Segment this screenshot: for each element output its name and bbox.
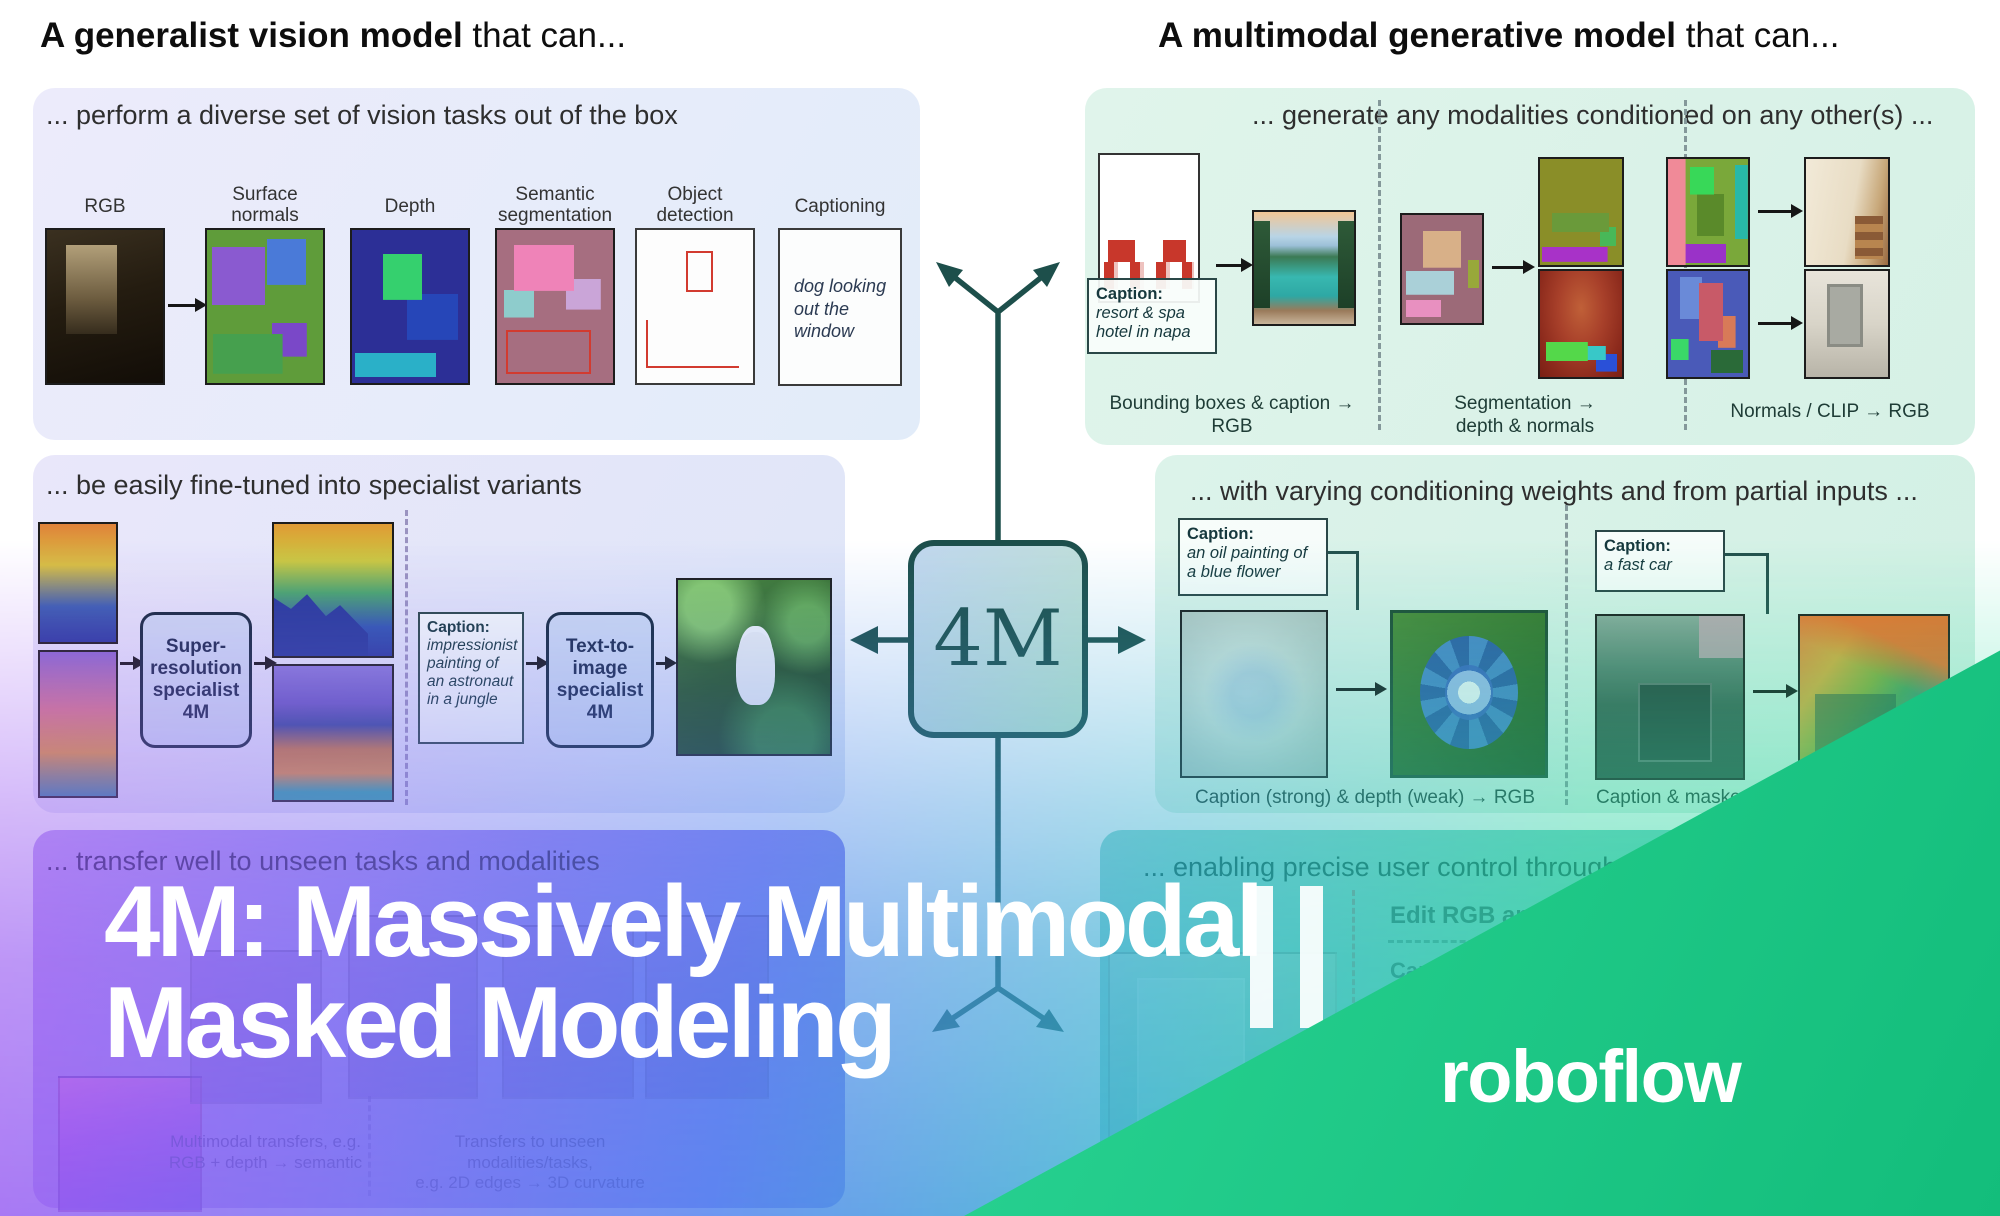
- object-detection-image: [635, 228, 755, 385]
- column-label-object-detection: Object detection: [656, 184, 734, 227]
- caption-label: Caption:: [1187, 525, 1254, 543]
- captioning-output: dog looking out the window: [778, 228, 902, 386]
- depth-output-image: [1538, 269, 1624, 379]
- surface-normals-image: [205, 228, 325, 385]
- column-label-depth: Depth: [384, 196, 436, 217]
- stairs-rgb-image-1: [1804, 157, 1890, 267]
- hero-title-line2: Masked Modeling: [104, 967, 897, 1079]
- rgb-image: [45, 228, 165, 385]
- generate-label-3: Normals / CLIP → RGB: [1730, 401, 1930, 422]
- panel-conditioning-title: ... with varying conditioning weights an…: [1190, 476, 1918, 506]
- caption-text: resort & spa hotel in napa: [1096, 304, 1191, 342]
- arrow-normals-to-rgb: [1758, 204, 1803, 218]
- generate-divider-1: [1378, 100, 1381, 430]
- header-left-bold: A generalist vision model: [40, 16, 463, 55]
- arrow-seg-to-outputs: [1492, 260, 1535, 274]
- column-label-semantic-segmentation: Semantic segmentation: [497, 184, 613, 227]
- pool-rgb-image: [1252, 210, 1356, 326]
- column-label-rgb: RGB: [84, 196, 126, 217]
- faint-white-mark: [1300, 886, 1323, 1028]
- normals-output-image: [1538, 157, 1624, 267]
- normals-input-image: [1666, 157, 1750, 267]
- arrow-bbox-to-rgb: [1216, 258, 1253, 272]
- arrow-rgb-to-tasks: [168, 298, 207, 312]
- generate-label-2: Segmentation → depth & normals: [1454, 393, 1596, 438]
- arrow-clip-to-rgb: [1758, 316, 1803, 330]
- generate-label-1: Bounding boxes & caption → RGB: [1109, 393, 1355, 438]
- depth-image: [350, 228, 470, 385]
- column-label-captioning: Captioning: [794, 196, 886, 217]
- header-right-rest: that can...: [1675, 16, 1840, 55]
- hero-title: 4M: Massively Multimodal Masked Modeling: [104, 866, 1264, 1079]
- header-right: A multimodal generative model that can..…: [1158, 16, 1839, 56]
- panel-vision-tasks: [33, 88, 920, 440]
- panel-finetune-title: ... be easily fine-tuned into specialist…: [46, 470, 582, 500]
- stairs-rgb-image-2: [1804, 269, 1890, 379]
- clip-input-image: [1666, 269, 1750, 379]
- resort-caption-box: Caption:resort & spa hotel in napa: [1087, 278, 1217, 354]
- panel-generate-title: ... generate any modalities conditioned …: [1252, 100, 1934, 130]
- semantic-segmentation-image: [495, 228, 615, 385]
- header-right-bold: A multimodal generative model: [1158, 16, 1676, 55]
- segmentation-input-image: [1400, 213, 1484, 325]
- roboflow-logo: roboflow: [1440, 1035, 1742, 1118]
- panel-vision-title: ... perform a diverse set of vision task…: [46, 100, 678, 130]
- hero-title-line1: 4M: Massively Multimodal: [104, 866, 1264, 978]
- header-left-rest: that can...: [462, 16, 627, 55]
- header-left: A generalist vision model that can...: [40, 16, 626, 56]
- caption-label: Caption:: [1096, 285, 1163, 303]
- column-label-surface-normals: Surface normals: [231, 184, 299, 227]
